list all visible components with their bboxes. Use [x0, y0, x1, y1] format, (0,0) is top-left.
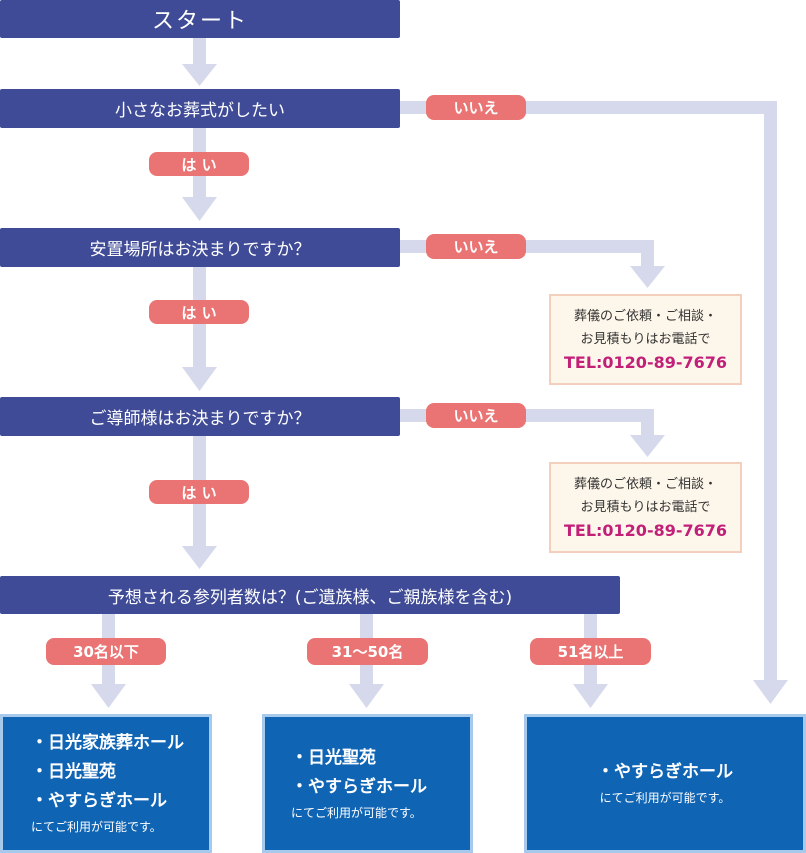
connector-q2-no-down: [641, 240, 654, 268]
result-note: にてご利用が可能です。: [599, 791, 731, 805]
question-label: ご導師様はお決まりですか？: [89, 409, 311, 429]
question-small-funeral: 小さなお葬式がしたい: [0, 89, 400, 128]
yes-label: は い: [181, 303, 217, 322]
attendance-label: 51名以上: [557, 643, 624, 661]
result-box-2: ・日光聖苑 ・やすらぎホール にてご利用が可能です。: [262, 714, 473, 853]
no-label: いいえ: [453, 407, 499, 425]
yes-pill-q1: は い: [149, 152, 249, 176]
arrow-q1-q2: [182, 197, 217, 221]
no-pill-q1: いいえ: [426, 95, 526, 120]
contact-line-1: 葬儀のご依頼・ご相談・: [573, 309, 717, 324]
yes-pill-q2: は い: [149, 300, 249, 324]
arrow-r1: [91, 684, 126, 708]
contact-line-2: お見積もりはお電話で: [580, 332, 711, 347]
result-box-1: ・日光家族葬ホール ・日光聖苑 ・やすらぎホール にてご利用が可能です。: [0, 714, 212, 853]
yes-label: は い: [181, 483, 217, 502]
arrow-q2-q3: [182, 367, 217, 391]
no-label: いいえ: [453, 238, 499, 256]
arrow-r2: [349, 684, 384, 708]
attendance-pill-30-or-less: 30名以下: [46, 638, 166, 665]
result-note: にてご利用が可能です。: [31, 820, 162, 834]
arrow-r3: [573, 684, 608, 708]
connector-right-vertical: [764, 101, 777, 681]
contact-line-2: お見積もりはお電話で: [580, 500, 711, 515]
result-venue: ・やすらぎホール: [597, 762, 733, 782]
question-label: 安置場所はお決まりですか？: [89, 240, 311, 260]
result-venue: ・やすらぎホール: [291, 776, 427, 797]
arrow-contact-1: [630, 266, 665, 288]
result-venue: ・日光家族葬ホール: [31, 733, 184, 753]
result-venue: ・日光聖苑: [31, 762, 116, 782]
yes-pill-q3: は い: [149, 480, 249, 504]
contact-tel: TEL:0120-89-7676: [563, 521, 728, 540]
contact-box-2: 葬儀のご依頼・ご相談・ お見積もりはお電話で TEL:0120-89-7676: [549, 462, 742, 553]
yes-label: は い: [181, 155, 217, 174]
question-attendees: 予想される参列者数は？(ご遺族様、ご親族様を含む): [0, 576, 620, 614]
question-label: 小さなお葬式がしたい: [115, 101, 285, 121]
arrow-right-result: [753, 680, 788, 704]
start-label: スタート: [151, 9, 248, 34]
question-priest: ご導師様はお決まりですか？: [0, 397, 400, 436]
question-resting-place: 安置場所はお決まりですか？: [0, 228, 400, 267]
result-venue: ・日光聖苑: [291, 747, 376, 768]
question-label: 予想される参列者数は？(ご遺族様、ご親族様を含む): [107, 587, 513, 608]
no-pill-q3: いいえ: [426, 403, 526, 428]
attendance-pill-31-50: 31〜50名: [307, 638, 428, 665]
contact-box-1: 葬儀のご依頼・ご相談・ お見積もりはお電話で TEL:0120-89-7676: [549, 294, 742, 385]
contact-tel: TEL:0120-89-7676: [563, 353, 728, 372]
contact-line-1: 葬儀のご依頼・ご相談・: [573, 477, 717, 492]
no-pill-q2: いいえ: [426, 234, 526, 259]
result-note: にてご利用が可能です。: [291, 805, 422, 820]
attendance-pill-51-or-more: 51名以上: [530, 638, 651, 665]
result-box-3: ・やすらぎホール にてご利用が可能です。: [524, 714, 806, 853]
attendance-label: 30名以下: [73, 643, 139, 661]
start-bar: スタート: [0, 0, 400, 38]
connector-start-q1: [193, 38, 206, 68]
connector-q3-no-down: [641, 409, 654, 437]
attendance-label: 31〜50名: [331, 643, 404, 661]
result-venue: ・やすらぎホール: [31, 791, 167, 811]
arrow-q3-q4: [182, 546, 217, 569]
no-label: いいえ: [453, 99, 499, 117]
arrow-start-q1: [182, 64, 217, 86]
arrow-contact-2: [630, 435, 665, 457]
